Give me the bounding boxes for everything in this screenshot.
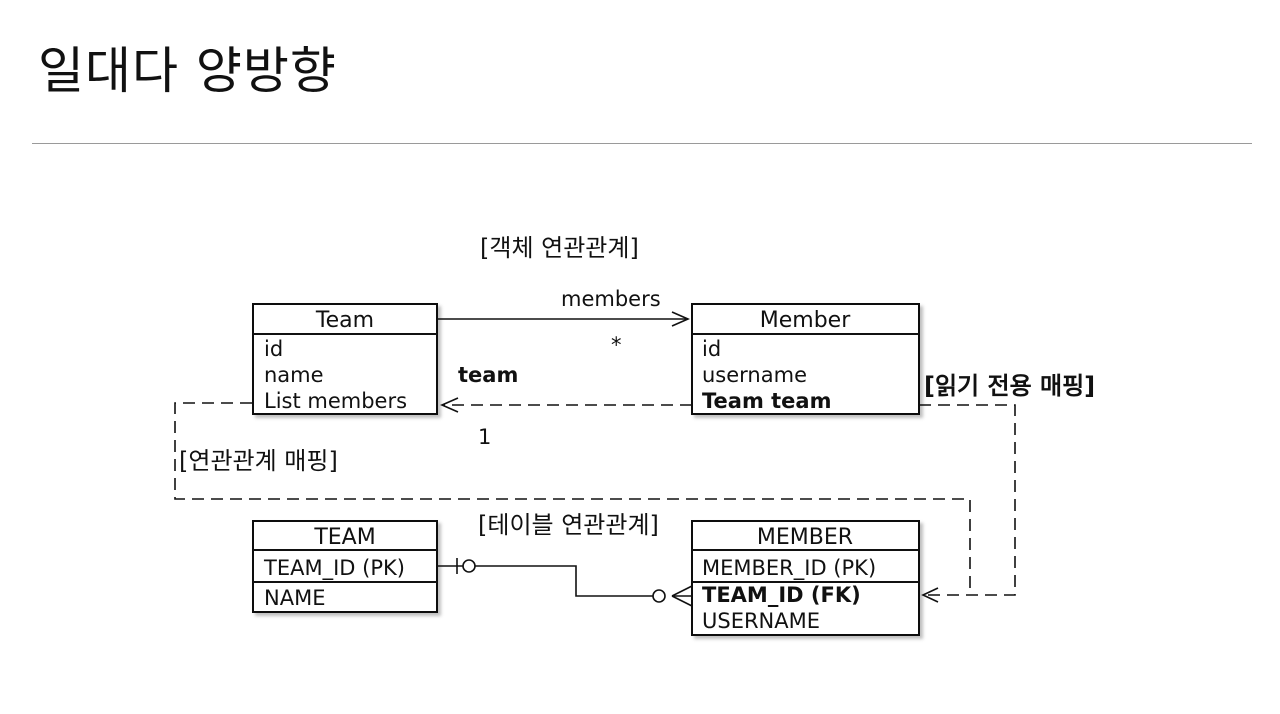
member-field-username: username [702,363,807,387]
table-relation-label: [테이블 연관관계] [478,511,659,539]
team-table-name: TEAM [313,525,375,550]
team-table-col-name: NAME [264,586,325,610]
member-table-name: MEMBER [757,525,853,550]
team-label: team [458,363,518,387]
readonly-mapping-arrowhead [921,587,939,603]
member-field-id: id [702,337,721,361]
object-relation-label: [객체 연관관계] [480,234,639,262]
team-field-name: name [264,363,324,387]
member-field-team: Team team [702,389,831,413]
member-table: MEMBER MEMBER_ID (PK) TEAM_ID (FK) USERN… [691,520,920,636]
title-divider [32,143,1252,144]
relation-mapping-dashed-line [174,402,971,595]
members-label: members [561,287,661,311]
member-table-col-username: USERNAME [702,609,820,633]
table-relation-line [437,558,693,607]
member-entity: Member id username Team team [691,303,920,415]
member-table-fk: TEAM_ID (FK) [702,583,861,607]
page-title: 일대다 양방향 [38,42,337,100]
team-arrowhead [440,397,459,413]
team-entity-name: Team [315,308,374,333]
team-field-members: List members [264,389,407,413]
relation-mapping-label: [연관관계 매핑] [179,447,338,475]
team-field-id: id [264,337,283,361]
one-multiplicity: 1 [478,425,491,449]
member-table-pk: MEMBER_ID (PK) [702,556,876,581]
team-table: TEAM TEAM_ID (PK) NAME [252,520,438,613]
many-multiplicity: * [611,333,622,357]
team-entity: Team id name List members [252,303,438,415]
team-table-pk: TEAM_ID (PK) [263,556,405,581]
readonly-mapping-label: [읽기 전용 매핑] [924,372,1095,400]
members-arrowhead [671,311,690,327]
member-entity-name: Member [760,308,851,333]
readonly-mapping-dashed-line [919,404,1016,596]
